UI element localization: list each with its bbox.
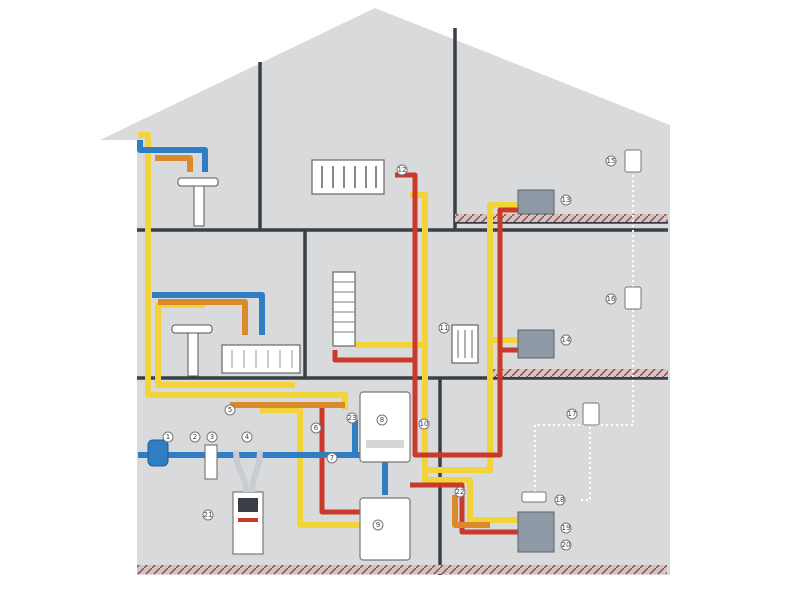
sink-icon: [171, 324, 213, 377]
boiler-icon: [359, 391, 411, 463]
callout-label: 10: [420, 420, 429, 428]
callout-label: 4: [245, 433, 250, 441]
callout-label: 18: [556, 496, 565, 504]
floor-heating-ground: [137, 565, 667, 574]
callout-label: 5: [228, 406, 232, 414]
callout-label: 12: [398, 166, 407, 174]
callout-label: 2: [193, 433, 197, 441]
water-softener-icon: [232, 491, 264, 555]
water-heater-icon: [359, 497, 411, 561]
manifold-icon: [517, 189, 555, 553]
softener-ducts: [233, 449, 263, 493]
orange-dhw-pipes: [155, 155, 490, 528]
callout-markers: 1 2 3 4 5 6 7 8 9 10 11 12 13 14 15 16 1…: [162, 155, 617, 551]
callout-label: 11: [440, 324, 449, 332]
callout-label: 21: [204, 511, 213, 519]
floor-heating-top: [455, 214, 668, 222]
red-hot-pipes: [319, 172, 520, 535]
callout-label: 19: [562, 524, 571, 532]
callout-label: 16: [607, 295, 616, 303]
callout-label: 22: [456, 488, 465, 496]
callout-label: 7: [330, 454, 334, 462]
water-meter-icon: [147, 439, 169, 467]
callout-label: 23: [348, 414, 357, 422]
floor-heating: [137, 214, 668, 574]
floor-heating-middle: [490, 369, 668, 377]
callout-label: 9: [376, 521, 380, 529]
callout-label: 15: [607, 157, 616, 165]
filter-icon: [204, 444, 218, 480]
callout-label: 17: [568, 410, 577, 418]
radiator-icon: [311, 159, 385, 195]
bathtub-icon: [221, 344, 301, 374]
callout-label: 1: [166, 433, 170, 441]
callout-label: 3: [210, 433, 214, 441]
callout-label: 6: [314, 424, 319, 432]
callout-label: 13: [562, 196, 571, 204]
thermostat-wiring: [534, 170, 634, 501]
house-silhouette: [100, 8, 670, 575]
towel-radiator-icon: [332, 271, 356, 347]
callout-label: 20: [562, 541, 571, 549]
sink-icon: [177, 177, 219, 227]
callout-label: 8: [380, 416, 384, 424]
radiator-icon: [451, 324, 479, 364]
thermostat-icon: [521, 149, 642, 503]
callout-label: 14: [562, 336, 571, 344]
